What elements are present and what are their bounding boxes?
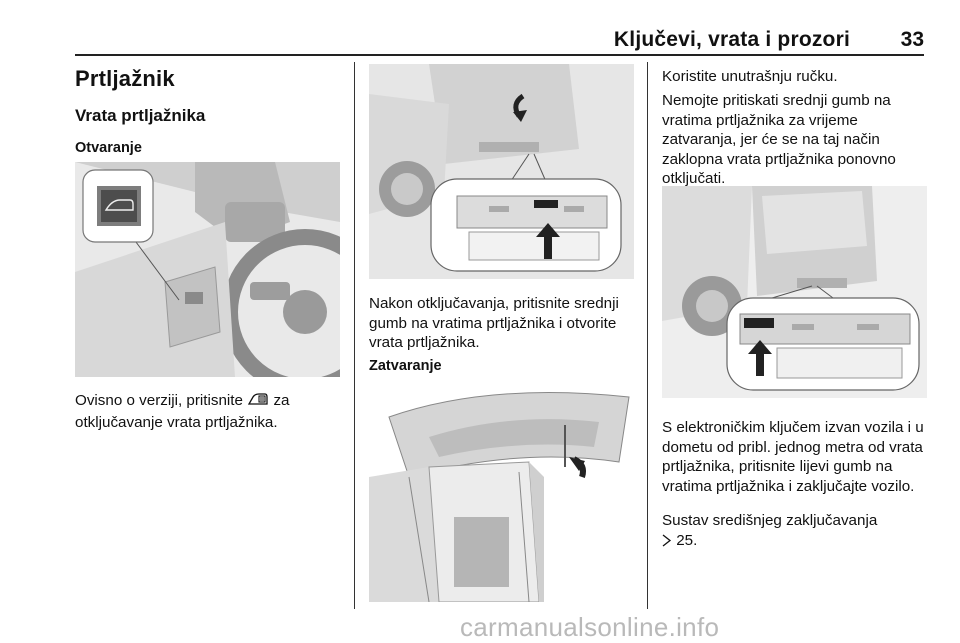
figure-locking-button	[662, 186, 927, 398]
column-1-headings: Prtljažnik Vrata prtljažnika Otvaranje	[75, 62, 205, 156]
section-title: Prtljažnik	[75, 66, 175, 91]
figure-tailgate-button	[369, 64, 634, 279]
figure-closing-tailgate	[369, 387, 634, 602]
paragraph-do-not-press: Nemojte pritiskati srednji gumb na vrati…	[662, 92, 896, 187]
trunk-open-icon	[247, 392, 269, 413]
subsection-title: Vrata prtljažnika	[75, 106, 206, 125]
central-locking-text: Sustav središnjeg zaključavanja	[662, 512, 878, 529]
paragraph-inner-handle: Koristite unutrašnju ručku.	[662, 68, 838, 85]
paragraph-text-after-icon: za otključavanje vrata prtljažnika.	[75, 392, 290, 431]
paragraph-electronic-key: S elektroničkim ključem izvan vozila i u…	[662, 419, 924, 495]
paragraph-after-unlocking: Nakon otključavanja, pritisnite srednji …	[369, 295, 619, 351]
header-rule	[75, 54, 924, 56]
paragraph-text-before-icon: Ovisno o verziji, pritisnite	[75, 392, 243, 409]
column-divider-2	[647, 62, 648, 609]
page-reference-link[interactable]: 25.	[676, 531, 698, 549]
watermark: carmanualsonline.info	[460, 612, 720, 642]
figure-trunk-release-switch	[75, 162, 340, 377]
running-header-title: Ključevi, vrata i prozori	[613, 28, 850, 51]
reference-arrow-icon	[662, 533, 672, 553]
paragraph-central-locking: Sustav središnjeg zaključavanja 25.	[662, 511, 932, 552]
paragraph-trunk-unlock: Ovisno o verziji, pritisnite za otključa…	[75, 391, 345, 432]
column-divider-1	[354, 62, 355, 609]
closing-heading: Zatvaranje	[369, 358, 442, 374]
opening-heading: Otvaranje	[75, 140, 142, 156]
page-number: 33	[900, 28, 924, 51]
